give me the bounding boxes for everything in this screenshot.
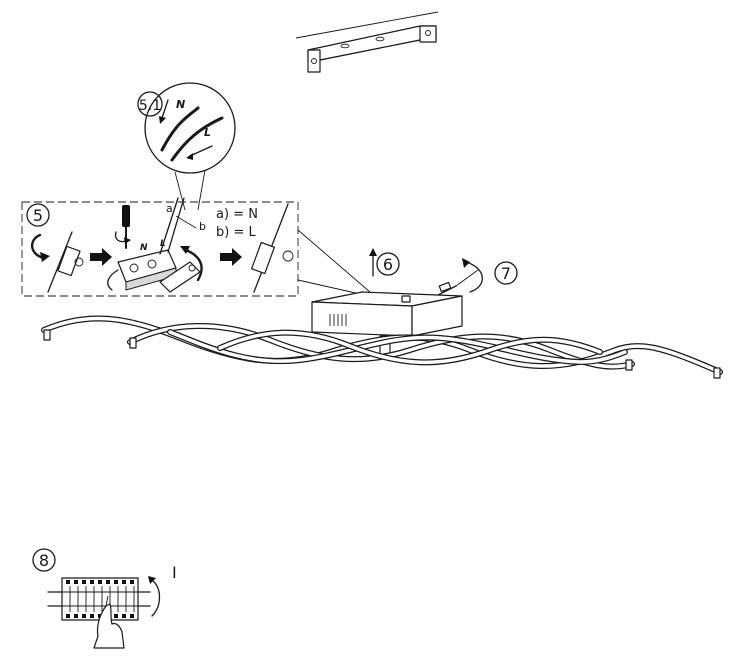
step-7-label: 7 bbox=[501, 264, 511, 283]
step-5-badge bbox=[26, 203, 50, 227]
wave-lamp-body bbox=[41, 315, 723, 379]
step-5-1-label: 5.1 bbox=[139, 98, 161, 114]
detail-5-1: 5.1 N L bbox=[137, 82, 236, 211]
step-6: 6 bbox=[369, 248, 400, 277]
step-6-label: 6 bbox=[383, 255, 393, 274]
step-6-badge bbox=[376, 252, 400, 276]
step-5-1-badge bbox=[137, 91, 163, 117]
hand-icon bbox=[93, 603, 125, 649]
step-8-label: 8 bbox=[39, 551, 49, 570]
legend-a: a) = N bbox=[216, 207, 258, 222]
wire-tag-a: a bbox=[166, 202, 173, 215]
step-5-label: 5 bbox=[33, 206, 43, 225]
step-8-badge bbox=[32, 548, 56, 572]
step-7: 7 bbox=[435, 258, 518, 297]
switch-on-label: I bbox=[172, 563, 177, 582]
mounting-bracket bbox=[295, 11, 439, 73]
legend-b: b) = L bbox=[216, 225, 256, 240]
wire-tag-n-block: N bbox=[140, 243, 148, 253]
step-7-badge bbox=[494, 261, 518, 285]
wire-tag-b: b bbox=[199, 220, 206, 233]
wire-tag-l-detail: L bbox=[204, 126, 211, 139]
wire-tag-n-detail: N bbox=[176, 98, 185, 111]
step-8: 8 bbox=[32, 548, 177, 649]
step-5-panel: 5 N L a b a) = N b) = L bbox=[21, 197, 299, 297]
lamp-canopy bbox=[311, 291, 463, 357]
breaker-terminals-top bbox=[66, 580, 134, 584]
